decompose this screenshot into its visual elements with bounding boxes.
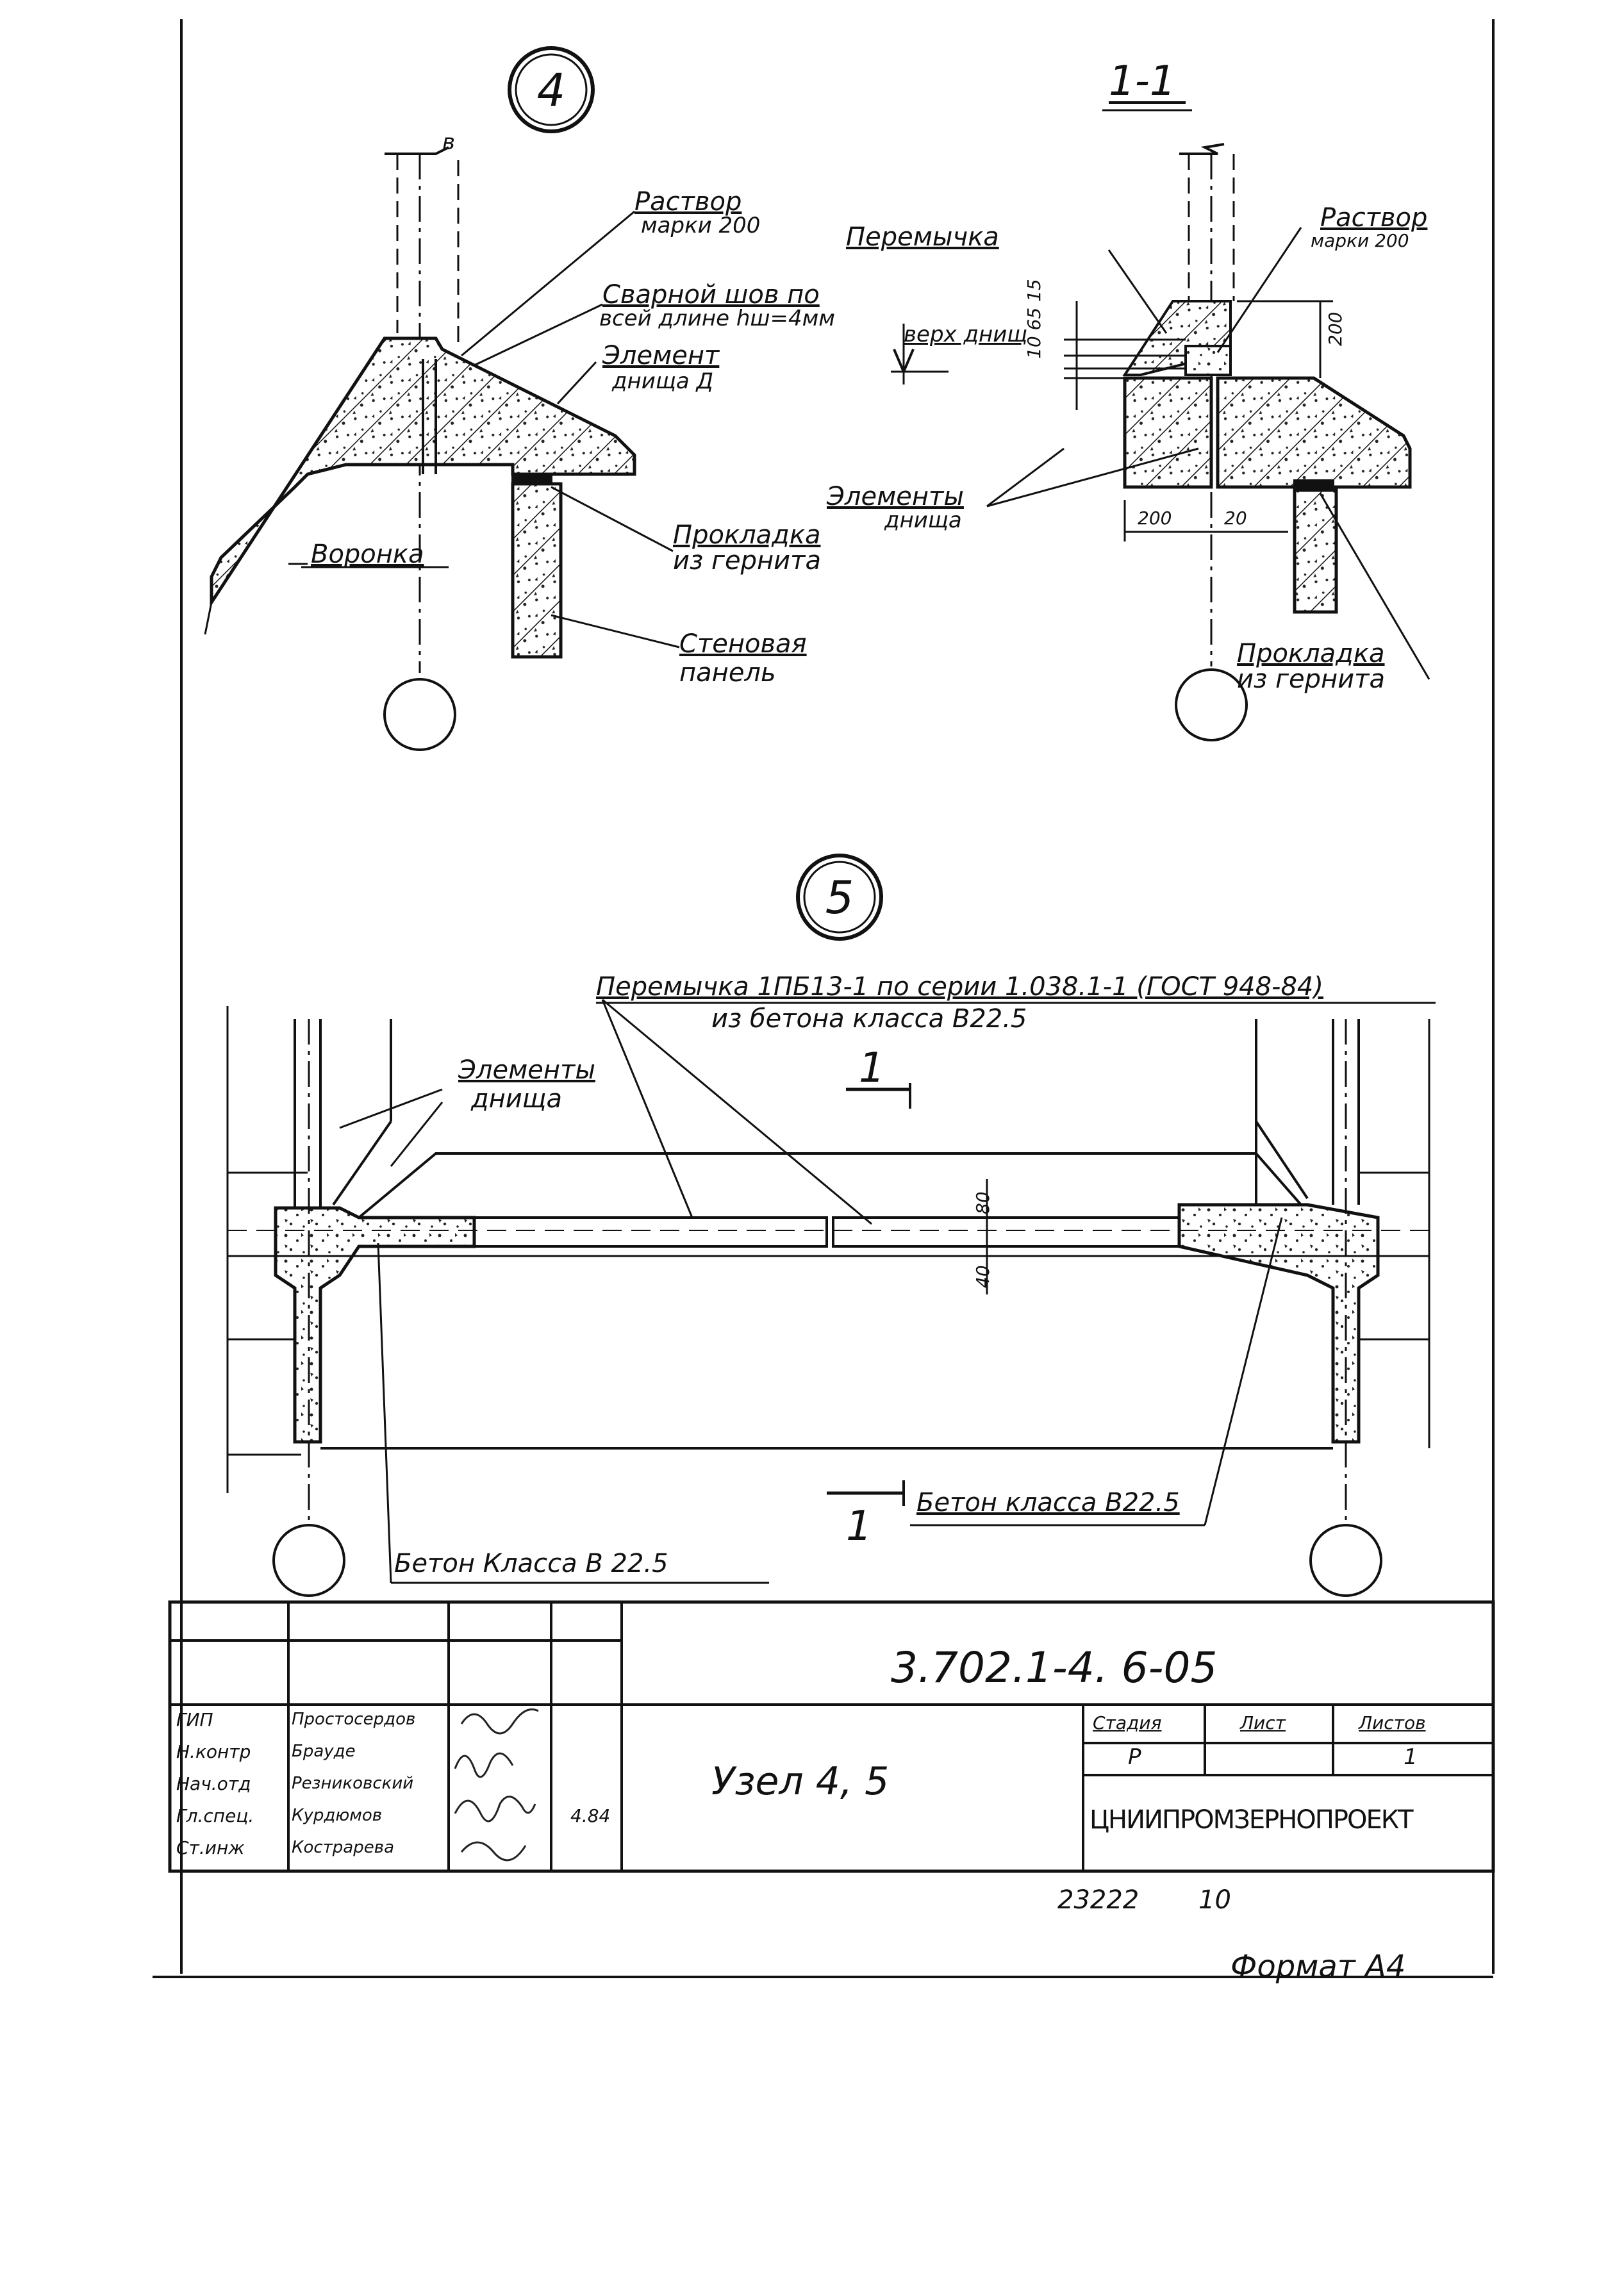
role-n-kontr: Н.контр — [176, 1741, 251, 1762]
element-label-2: днища Д — [612, 368, 714, 394]
date: 4.84 — [570, 1805, 611, 1826]
detail-4-drawing — [204, 46, 680, 751]
dim-40: 40 — [972, 1265, 993, 1288]
gasket-label-1-1-2: из гернита — [1237, 665, 1385, 694]
section-cut-top: 1 — [859, 1045, 885, 1092]
sheet-header: Лист — [1240, 1712, 1286, 1733]
elements-label-1-1-2: днища — [884, 508, 962, 533]
stage-value: Р — [1128, 1744, 1141, 1770]
sheets-header: Листов — [1359, 1712, 1426, 1733]
weld-label-2: всей длине hш=4мм — [599, 306, 835, 331]
name-2: Брауде — [292, 1742, 356, 1761]
mortar-label: Раствор — [634, 187, 742, 217]
name-5: Кострарева — [292, 1838, 394, 1857]
axis-mark-b: в — [442, 129, 456, 155]
drawing-code: 3.702.1-4. 6-05 — [891, 1643, 1218, 1692]
lintel-concrete-label: из бетона класса В22.5 — [711, 1004, 1027, 1034]
role-gl-spec: Гл.спец. — [176, 1805, 254, 1826]
name-1: Простосердов — [292, 1710, 416, 1729]
lintel-series-label: Перемычка 1ПБ13-1 по серии 1.038.1-1 (ГО… — [596, 972, 1323, 1002]
detail-5-drawing — [226, 854, 1436, 1597]
stage-header: Стадия — [1093, 1712, 1162, 1733]
funnel-label: Воронка — [311, 540, 424, 569]
wall-panel-label-2: панель — [679, 658, 776, 688]
title-block-frame — [168, 1600, 1495, 1873]
role-st-inzh: Ст.инж — [176, 1837, 245, 1858]
signatures — [454, 1708, 539, 1862]
gasket-label-2: из гернита — [673, 546, 821, 575]
mortar-label-1-1: Раствор — [1320, 203, 1428, 233]
name-3: Резниковский — [292, 1774, 414, 1793]
format-label: Формат А4 — [1230, 1949, 1406, 1985]
dim-200: 200 — [1138, 508, 1172, 529]
section-1-1-title: 1-1 — [1109, 58, 1176, 105]
element-label: Элемент — [602, 341, 720, 370]
drawing-title: Узел 4, 5 — [711, 1759, 890, 1804]
elements-label-5: Элементы — [458, 1055, 595, 1085]
dim-80: 80 — [972, 1191, 993, 1214]
wall-panel-label: Стеновая — [679, 629, 807, 659]
dim-20: 20 — [1224, 508, 1247, 529]
mortar-grade-label-1-1: марки 200 — [1311, 230, 1409, 251]
section-1-1-drawing — [891, 101, 1430, 741]
detail-5-number: 5 — [825, 872, 854, 924]
archive-number-2: 10 — [1198, 1885, 1231, 1915]
name-4: Курдюмов — [292, 1806, 383, 1825]
archive-number: 23222 — [1057, 1885, 1139, 1915]
elements-label-5-2: днища — [471, 1084, 562, 1114]
gasket-label: Прокладка — [673, 520, 821, 550]
sheets-value: 1 — [1404, 1744, 1418, 1770]
role-gip: ГИП — [176, 1709, 213, 1730]
concrete-right-label: Бетон класса В22.5 — [916, 1488, 1180, 1517]
bottom-top-level-label: верх днищ — [904, 322, 1028, 347]
vertical-dims-label: 10 65 15 — [1023, 279, 1045, 359]
section-cut-bottom: 1 — [846, 1503, 872, 1550]
detail-4-number: 4 — [536, 64, 566, 117]
lintel-label: Перемычка — [846, 222, 999, 252]
gasket-label-1-1: Прокладка — [1237, 639, 1385, 668]
dim-200-vertical: 200 — [1325, 311, 1346, 346]
role-nach-otd: Нач.отд — [176, 1773, 251, 1794]
elements-label-1-1: Элементы — [827, 482, 964, 511]
concrete-left-label: Бетон Класса В 22.5 — [394, 1549, 668, 1578]
mortar-grade-label: марки 200 — [641, 213, 761, 238]
organization-name: ЦНИИПРОМЗЕРНОПРОЕКТ — [1090, 1805, 1414, 1835]
weld-label: Сварной шов по — [602, 280, 820, 310]
